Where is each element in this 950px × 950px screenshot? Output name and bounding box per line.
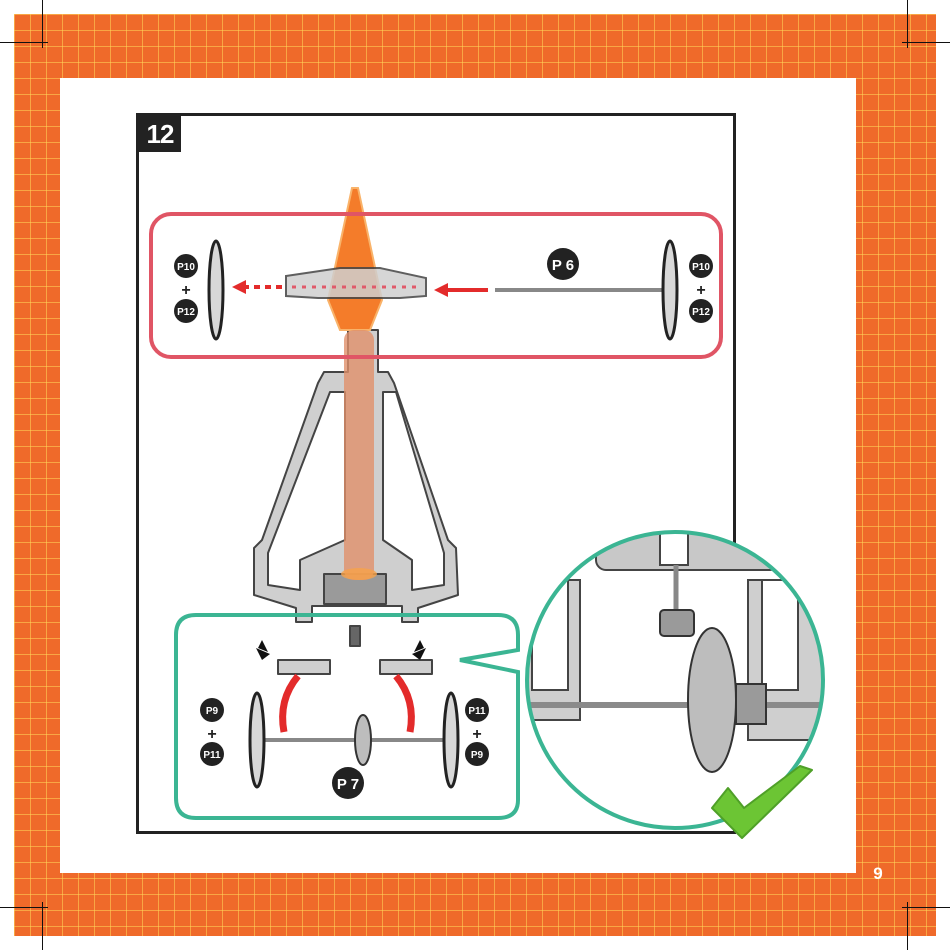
red-curve-left — [283, 676, 298, 732]
svg-text:+: + — [696, 282, 705, 299]
crop-mark — [902, 42, 950, 43]
front-bumper — [286, 268, 426, 298]
crop-mark — [907, 0, 908, 48]
label-p7: P 7 — [332, 767, 364, 799]
svg-text:P 6: P 6 — [552, 257, 574, 274]
bottom-right-wheel — [444, 693, 458, 787]
svg-text:P10: P10 — [177, 262, 195, 273]
svg-text:P11: P11 — [203, 750, 221, 761]
crop-mark — [907, 902, 908, 950]
top-left-wheel — [209, 241, 223, 339]
label-top-left-wheel: P10 + P12 — [174, 254, 198, 323]
svg-text:P12: P12 — [177, 307, 195, 318]
crop-mark — [0, 907, 48, 908]
svg-text:P9: P9 — [206, 706, 219, 717]
svg-text:P 7: P 7 — [337, 776, 359, 793]
svg-text:+: + — [181, 282, 190, 299]
svg-text:+: + — [207, 726, 216, 743]
page-number: 9 — [866, 864, 890, 884]
label-bottom-right-wheel: P11 + P9 — [465, 698, 489, 766]
svg-text:P12: P12 — [692, 307, 710, 318]
crop-mark — [0, 42, 48, 43]
top-right-wheel — [663, 241, 677, 339]
label-top-right-wheel: P10 + P12 — [689, 254, 713, 323]
arrow-left-icon — [434, 283, 488, 297]
axle-gear — [355, 715, 371, 765]
click-marks — [256, 640, 426, 660]
crop-mark — [42, 902, 43, 950]
crop-mark — [902, 907, 950, 908]
bottom-left-wheel — [250, 693, 264, 787]
svg-text:P11: P11 — [468, 706, 486, 717]
arrow-left-dashed-icon — [232, 280, 282, 294]
red-curve-right — [396, 676, 411, 732]
label-p6: P 6 — [547, 248, 579, 280]
svg-text:P9: P9 — [471, 750, 484, 761]
crop-mark — [42, 0, 43, 48]
label-bottom-left-wheel: P9 + P11 — [200, 698, 224, 766]
svg-text:P10: P10 — [692, 262, 710, 273]
svg-text:+: + — [472, 726, 481, 743]
